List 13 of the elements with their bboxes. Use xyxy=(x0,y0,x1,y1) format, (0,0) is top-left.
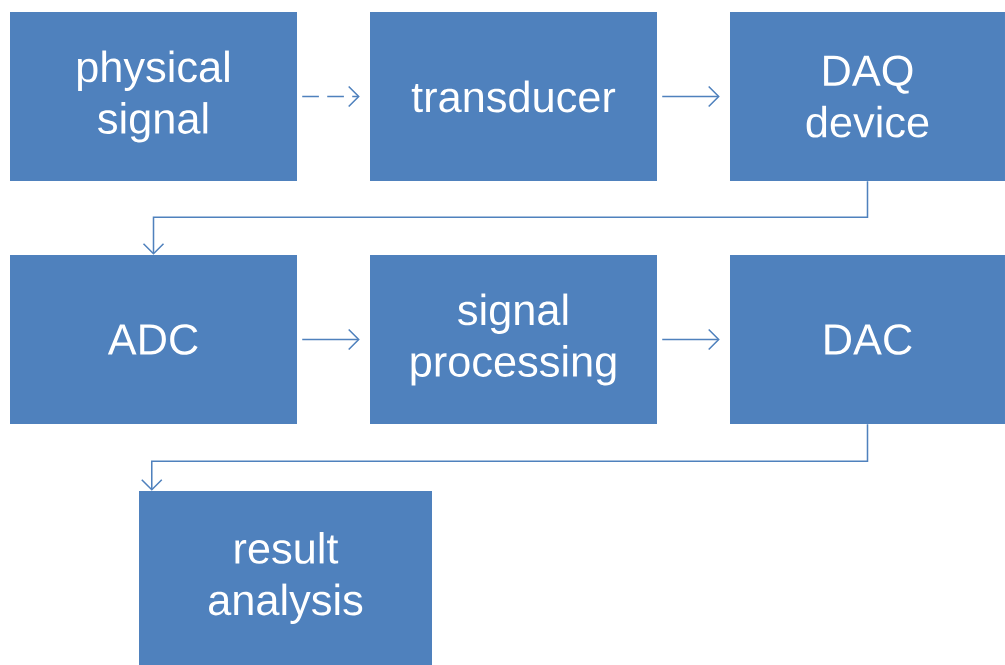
arrow xyxy=(141,423,869,491)
process-box: physical signal xyxy=(10,12,297,181)
process-box: DAC xyxy=(730,255,1005,424)
process-box: DAQ device xyxy=(730,12,1005,181)
arrow xyxy=(301,328,360,351)
arrow xyxy=(661,328,720,351)
process-box: result analysis xyxy=(139,491,432,665)
arrow xyxy=(661,85,720,108)
process-box: ADC xyxy=(10,255,297,424)
process-box: signal processing xyxy=(370,255,657,424)
process-box: transducer xyxy=(370,12,657,181)
arrow xyxy=(142,180,869,255)
arrow xyxy=(301,85,360,108)
